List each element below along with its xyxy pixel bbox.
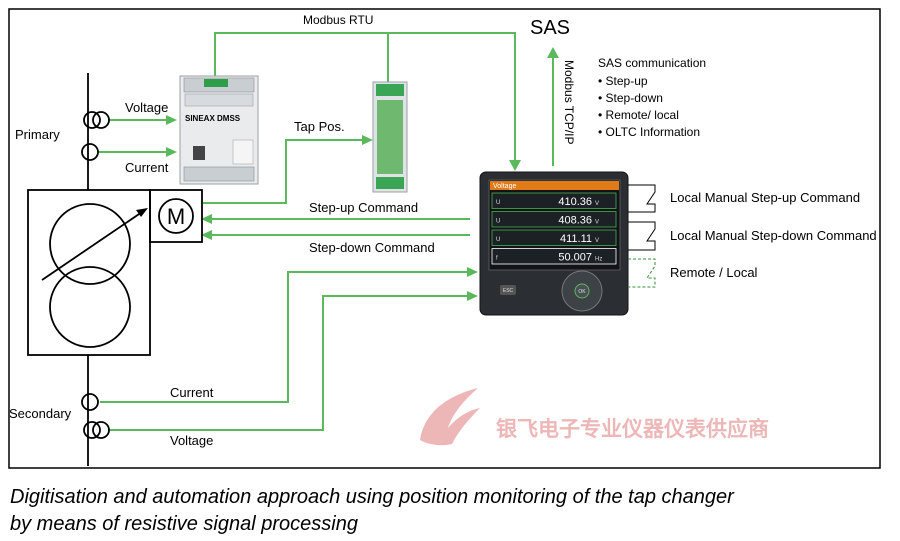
primary-current-label: Current [125, 160, 169, 175]
local-contacts [628, 184, 656, 288]
hmi-title: Voltage [493, 183, 516, 190]
tap-pos-line [203, 139, 366, 204]
hmi-reading-value: 411.11 [560, 233, 592, 245]
sas-item-oltc-info: • OLTC Information [598, 125, 700, 139]
modbus-rtu-label: Modbus RTU [303, 13, 373, 27]
hmi-reading-unit: Hz [595, 257, 602, 263]
dmss-side-label [232, 139, 254, 165]
primary-vt-coil-right [92, 111, 110, 129]
secondary-label: Secondary [9, 406, 72, 421]
motor-box [149, 189, 203, 243]
secondary-ct [81, 393, 99, 411]
caption-line-1: Digitisation and automation approach usi… [10, 486, 734, 508]
arrow-secondary-voltage [467, 291, 478, 301]
hmi-reading-name: U [496, 237, 500, 243]
sineax-dmss-device: SINEAX DMSS [179, 75, 259, 185]
hmi-reading-name: U [496, 219, 500, 225]
primary-ct [81, 143, 99, 161]
sas-item-step-down: • Step-down [598, 91, 663, 105]
hmi-reading-row [491, 248, 617, 265]
hmi-reading-value: 410.36 [558, 196, 592, 208]
hmi-reading-unit: V [595, 201, 599, 207]
vkmo-bottom-terminal [376, 177, 404, 189]
step-down-command-label: Step-down Command [309, 240, 435, 255]
watermark-logo [420, 388, 480, 446]
arrow-primary-voltage [166, 115, 177, 125]
transformer-box [27, 189, 151, 356]
secondary-voltage-label: Voltage [170, 433, 213, 448]
watermark: 银飞电子专业仪器仪表供应商 [420, 388, 769, 446]
arrow-primary-current [166, 147, 177, 157]
hmi-reading-name: U [496, 200, 500, 206]
motor-circle [158, 198, 194, 234]
dmss-terminals-bottom [183, 166, 255, 182]
tap-changer-arrowhead [136, 208, 148, 217]
contact-remote-local [628, 258, 656, 288]
local-step-up-label: Local Manual Step-up Command [670, 190, 860, 205]
modbus-rtu-line [214, 32, 516, 166]
hmi-ok-button[interactable] [574, 283, 590, 299]
secondary-current-line [100, 271, 470, 403]
arrow-modbus-rtu [509, 160, 521, 171]
sas-label: SAS [530, 17, 570, 39]
arrow-secondary-current [467, 267, 478, 277]
dmss-usb-port [193, 146, 205, 160]
motor-label: M [167, 204, 185, 229]
tap-changer-arrow [41, 209, 146, 281]
contact-step-up [628, 184, 656, 213]
vkmo-device [372, 81, 408, 193]
hmi-reading-row [491, 229, 617, 246]
hmi-reading-unit: V [595, 238, 599, 244]
hmi-esc-label: ESC [503, 288, 514, 294]
sas-item-step-up: • Step-up [598, 74, 648, 88]
secondary-vt-coil-right [92, 421, 110, 439]
primary-vt-coil-left [83, 111, 101, 129]
arrow-tap-pos [362, 135, 373, 145]
arrow-sas [547, 47, 559, 58]
hmi-reading-unit: V [595, 220, 599, 226]
arrowheads [166, 47, 559, 301]
modbus-tcp-label: Modbus TCP/IP [562, 60, 576, 144]
signal-lines [98, 32, 554, 431]
hmi-esc-button[interactable] [500, 285, 516, 295]
vkmo-top-terminal [376, 84, 404, 96]
local-step-down-label: Local Manual Step-down Command [670, 228, 877, 243]
watermark-text: 银飞电子专业仪器仪表供应商 [496, 417, 769, 441]
contact-step-down [628, 221, 656, 251]
secondary-current-label: Current [170, 385, 214, 400]
dmss-green-terminal [204, 79, 228, 87]
transformer-circuit [27, 73, 203, 466]
primary-label: Primary [15, 127, 60, 142]
sas-item-remote-local: • Remote/ local [598, 108, 679, 122]
dmss-screw-row [184, 93, 254, 107]
figure-caption: Digitisation and automation approach usi… [10, 484, 895, 538]
arrow-step-down [201, 230, 212, 240]
arrow-step-up [201, 214, 212, 224]
caption-line-2: by means of resistive signal processing [10, 513, 358, 535]
secondary-vt-coil-left [83, 421, 101, 439]
step-up-command-label: Step-up Command [309, 200, 418, 215]
primary-voltage-label: Voltage [125, 100, 168, 115]
hmi-reading-name: f [496, 256, 498, 262]
transformer-primary-winding [49, 203, 131, 285]
hmi-title-bar [490, 181, 619, 190]
vkmo-front [377, 100, 403, 174]
diagram-frame [8, 8, 881, 469]
hmi-reading-value: 408.36 [558, 215, 592, 227]
sas-communication-title: SAS communication [598, 56, 706, 70]
hmi-reading-value: 50.007 [558, 252, 592, 264]
hmi-ok-label: OK [578, 289, 586, 295]
secondary-voltage-line [108, 295, 470, 431]
transformer-secondary-winding [49, 266, 131, 348]
tap-pos-label: Tap Pos. [294, 119, 345, 134]
dmss-name: SINEAX DMSS [185, 114, 241, 123]
hmi-reading-row [491, 211, 617, 228]
remote-local-label: Remote / Local [670, 265, 758, 280]
hmi-reading-row [491, 192, 617, 209]
